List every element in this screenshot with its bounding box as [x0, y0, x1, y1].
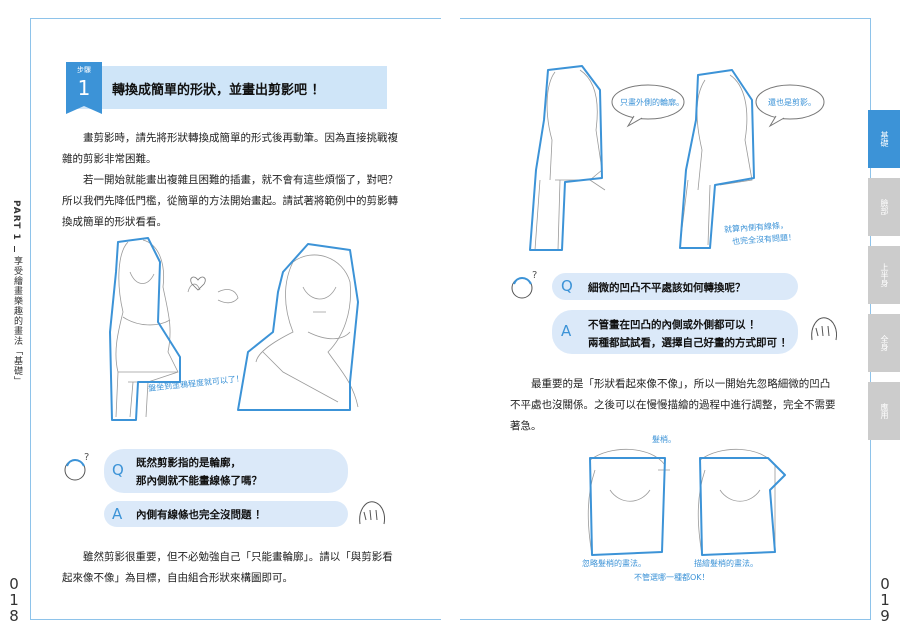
silhouette-sketch-right-top — [529, 65, 755, 251]
left-page-frame — [30, 18, 441, 620]
step-small-label: 步驟 — [77, 66, 91, 74]
right-a-letter: A — [561, 322, 572, 340]
right-answer-line-1: 不管畫在凹凸的內側或外側都可以 ！ — [588, 319, 760, 331]
step-number-badge: 步驟 1 — [66, 62, 102, 114]
left-question-line-1: 既然剪影指的是輪廓， — [136, 457, 241, 469]
bubble-right-text: 還也是剪影。 — [768, 98, 816, 107]
tab-upper-body[interactable]: 上半身 — [868, 246, 900, 304]
left-a-letter: A — [112, 505, 123, 523]
step-title: 轉換成簡單的形狀，並畫出剪影吧 ！ — [112, 83, 325, 98]
left-answer-text: 內側有線條也完全沒問題 ！ — [136, 509, 266, 521]
right-paragraph: 最重要的是「形狀看起來像不像」，所以一開始先忽略細微的凹凸不平處也沒關係。之後可… — [510, 378, 836, 432]
right-page-number-2: 1 — [880, 591, 890, 609]
right-answer-line-2: 兩種都試試看，選擇自己好畫的方式即可 ！ — [588, 337, 792, 349]
intro-paragraph-2: 若一開始就能畫出複雜且困難的插畫，就不會有這些煩惱了，對吧？所以我們先降低門檻，… — [62, 174, 398, 228]
right-answer-box: A 不管畫在凹凸的內側或外側都可以 ！ 兩種都試試看，選擇自己好畫的方式即可 ！ — [552, 310, 798, 354]
part-label: PART 1 — [11, 200, 21, 241]
bubble-left-shape — [611, 84, 685, 128]
side-divider — [14, 246, 15, 252]
hair-label-right: 描繪髮梢的畫法。 — [694, 559, 758, 568]
side-subtitle: 享受繪畫樂趣的畫法「基礎」 — [12, 256, 22, 386]
step-number: 1 — [77, 76, 91, 100]
left-page-number-2: 1 — [9, 591, 19, 609]
part-number: PART 1 — [11, 200, 21, 241]
svg-text:?: ? — [532, 270, 537, 281]
side-subtitle-wrap: 享受繪畫樂趣的畫法「基礎」 — [11, 256, 24, 386]
hair-label-left: 忽略髮梢的畫法。 — [582, 559, 646, 568]
hair-label-bottom: 不管選哪一種都OK！ — [634, 573, 710, 582]
hair-label-top: 髮梢。 — [652, 435, 676, 444]
right-question-text: 細微的凹凸不平處該如何轉換呢？ — [588, 282, 746, 294]
right-page-number-3: 9 — [880, 607, 890, 625]
tab-face[interactable]: 臉部 — [868, 178, 900, 236]
question-face-icon: ? — [64, 452, 89, 481]
bubble-right-shape — [755, 84, 825, 128]
left-page-number-1: 0 — [9, 575, 19, 593]
right-q-letter: Q — [561, 277, 573, 295]
right-answer-face-icon — [811, 317, 837, 341]
intro-paragraph-1: 畫剪影時，請先將形狀轉換成簡單的形式後再動筆。因為直接挑戰複雜的剪影非常困難。 — [62, 132, 398, 165]
left-question-box: Q 既然剪影指的是輪廓， 那內側就不能畫線條了嗎？ — [104, 449, 348, 493]
right-question-face-icon: ? — [511, 270, 537, 299]
left-q-letter: Q — [112, 461, 124, 479]
tab-basics[interactable]: 基礎 — [868, 110, 900, 168]
right-question-box: Q 細微的凹凸不平處該如何轉換呢？ — [552, 273, 798, 300]
right-page-number-1: 0 — [880, 575, 890, 593]
left-question-line-2: 那內側就不能畫線條了嗎？ — [136, 475, 262, 487]
answer-face-icon — [359, 501, 385, 525]
silhouette-sketch-left — [109, 237, 359, 421]
tab-full-body[interactable]: 全身 — [868, 314, 900, 372]
tab-applied[interactable]: 應用 — [868, 382, 900, 440]
hair-sketch — [587, 448, 786, 556]
bubble-left-text: 只畫外側的輪廓。 — [620, 98, 684, 107]
closing-paragraph: 雖然剪影很重要，但不必勉強自己「只能畫輪廓」。請以「與剪影看起來像不像」為目標，… — [62, 551, 393, 584]
left-answer-box: A 內側有線條也完全沒問題 ！ — [104, 501, 348, 527]
svg-text:?: ? — [84, 452, 89, 463]
left-page-number-3: 8 — [9, 607, 19, 625]
step-banner — [66, 66, 387, 109]
